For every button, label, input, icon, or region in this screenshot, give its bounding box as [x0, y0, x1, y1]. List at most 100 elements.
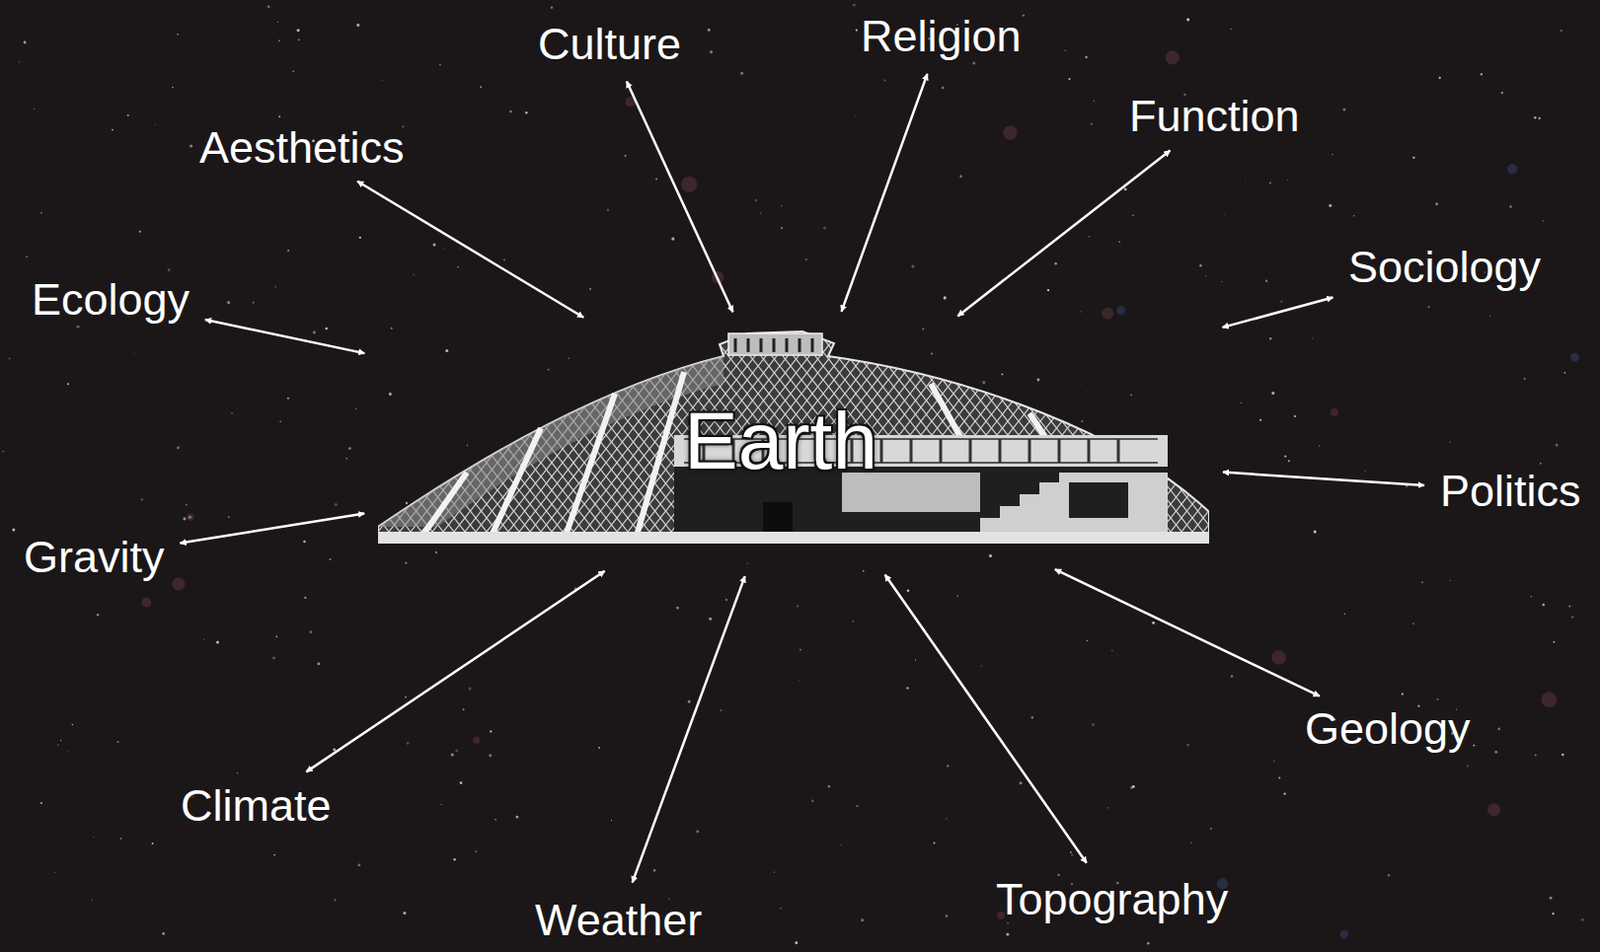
- star: [568, 357, 571, 360]
- double-arrow: [632, 576, 746, 884]
- star: [457, 266, 459, 269]
- star: [458, 247, 460, 249]
- star: [1132, 785, 1136, 789]
- glow-star: [681, 176, 697, 193]
- star: [1069, 851, 1072, 854]
- star: [1067, 77, 1070, 80]
- star: [185, 504, 188, 507]
- glow-star: [1116, 305, 1126, 315]
- star: [1259, 419, 1262, 422]
- star: [117, 741, 120, 744]
- star: [203, 638, 205, 640]
- star: [550, 6, 553, 9]
- star: [780, 204, 783, 207]
- star: [1523, 378, 1526, 381]
- topic-label: Aesthetics: [199, 123, 405, 173]
- star: [227, 301, 230, 305]
- star: [161, 932, 165, 936]
- star: [468, 687, 472, 691]
- star: [839, 843, 841, 845]
- star: [855, 805, 859, 809]
- star: [671, 237, 675, 241]
- topic-node: Gravity: [17, 529, 171, 587]
- star: [1107, 807, 1109, 809]
- star: [695, 831, 699, 835]
- star: [1190, 841, 1193, 844]
- star: [1186, 744, 1190, 748]
- topic-node: Religion: [854, 7, 1028, 66]
- star: [304, 597, 306, 600]
- star: [402, 912, 406, 915]
- star: [230, 412, 233, 415]
- star: [405, 502, 408, 505]
- star: [488, 754, 492, 758]
- star: [863, 82, 865, 84]
- star: [494, 819, 497, 822]
- star: [297, 28, 301, 32]
- star: [432, 243, 436, 247]
- star: [355, 408, 357, 410]
- star: [1132, 214, 1135, 217]
- star: [1079, 310, 1081, 312]
- star: [236, 772, 238, 774]
- star: [445, 349, 449, 353]
- star: [1271, 391, 1275, 395]
- star: [267, 4, 271, 8]
- double-arrow: [179, 513, 365, 543]
- star: [828, 785, 832, 789]
- star: [852, 3, 856, 7]
- star: [725, 599, 728, 602]
- star: [1542, 604, 1546, 608]
- star: [798, 680, 800, 682]
- topic-node: Climate: [174, 777, 338, 836]
- star: [1070, 854, 1073, 857]
- star: [911, 264, 915, 268]
- star: [780, 227, 783, 229]
- star: [171, 86, 174, 89]
- star: [451, 753, 455, 757]
- star: [854, 115, 856, 117]
- star: [404, 696, 407, 699]
- star: [274, 286, 276, 288]
- star: [707, 28, 711, 32]
- star: [1542, 220, 1544, 222]
- star: [435, 551, 438, 554]
- star: [1022, 13, 1025, 16]
- star: [941, 86, 945, 90]
- star: [91, 900, 93, 902]
- star: [589, 288, 592, 291]
- star: [1269, 181, 1272, 184]
- star: [823, 227, 827, 230]
- star: [1560, 29, 1563, 32]
- star: [525, 111, 528, 114]
- star: [1220, 281, 1222, 283]
- star: [1230, 28, 1232, 30]
- double-arrow: [305, 571, 605, 773]
- star: [860, 918, 864, 922]
- star: [358, 864, 362, 868]
- star: [1047, 289, 1050, 292]
- star: [228, 516, 230, 519]
- star: [332, 749, 336, 753]
- star: [443, 247, 445, 249]
- star: [945, 914, 949, 918]
- topic-node: Aesthetics: [193, 119, 411, 177]
- star: [67, 382, 70, 385]
- star: [1412, 622, 1415, 625]
- star: [1449, 580, 1451, 582]
- glow-star: [1002, 125, 1017, 140]
- star: [906, 686, 909, 689]
- topic-label: Function: [1129, 91, 1300, 142]
- topic-node: Geology: [1298, 700, 1477, 759]
- glow-star: [141, 598, 152, 609]
- double-arrow: [1222, 298, 1334, 328]
- star: [1006, 933, 1010, 937]
- topic-label: Topography: [995, 875, 1228, 925]
- star: [317, 663, 321, 667]
- double-arrow: [957, 151, 1170, 317]
- star: [1000, 373, 1003, 376]
- star: [40, 212, 43, 215]
- star: [479, 85, 482, 88]
- star: [1401, 693, 1404, 696]
